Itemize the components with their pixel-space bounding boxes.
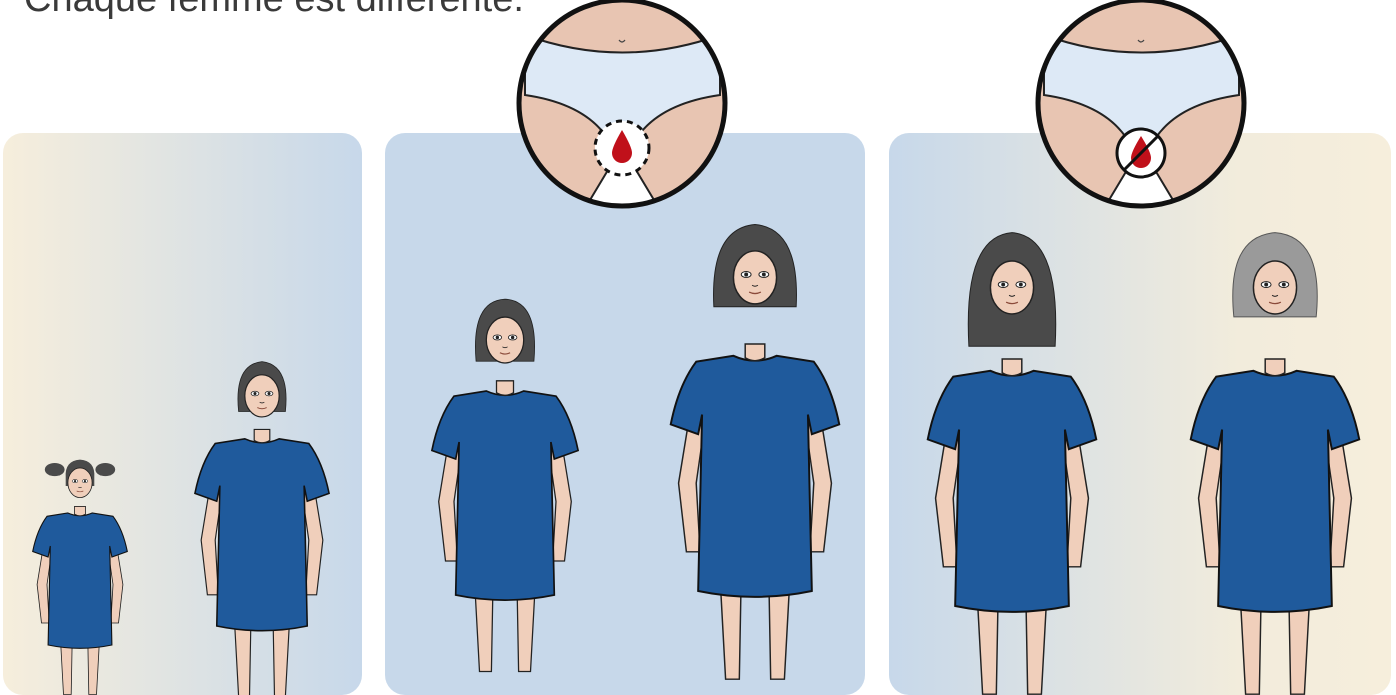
inset-menopause [1038, 0, 1244, 210]
inset-menstruation [519, 0, 725, 210]
no-blood-drop-icon [1117, 129, 1165, 177]
